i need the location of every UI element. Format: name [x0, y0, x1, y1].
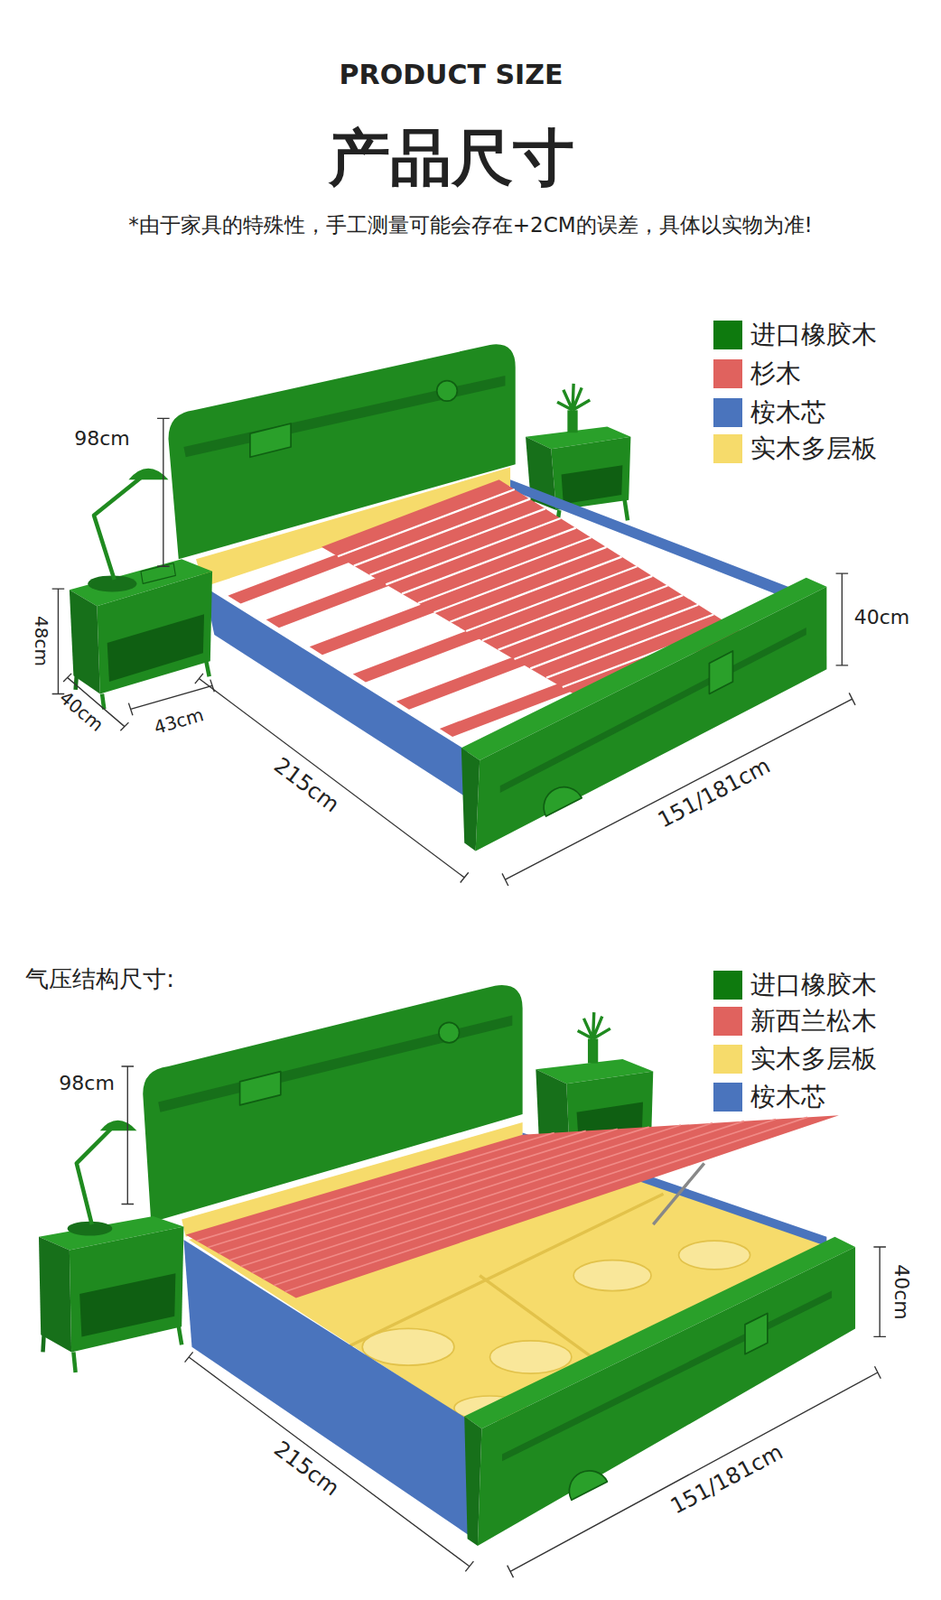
legend-swatch — [712, 319, 744, 351]
legend-row: 实木多层板 — [712, 1042, 877, 1077]
legend-swatch — [712, 358, 744, 390]
legend-text: 新西兰松木 — [750, 1004, 877, 1039]
legend-row: 桉木芯 — [712, 395, 827, 430]
dimension-label: 48cm — [30, 615, 52, 667]
legend-swatch — [712, 969, 744, 1001]
legend-swatch — [712, 397, 744, 429]
legend-text: 实木多层板 — [750, 431, 877, 466]
legend-text: 实木多层板 — [750, 1042, 877, 1077]
note-text: *由于家具的特殊性，手工测量可能会存在+2CM的误差，具体以实物为准! — [128, 212, 813, 236]
legend-text: 桉木芯 — [750, 1080, 827, 1115]
dimension-label: 215cm — [269, 753, 344, 819]
legend-swatch — [712, 1043, 744, 1075]
legend-row: 实木多层板 — [712, 431, 877, 466]
header-text: PRODUCT SIZE — [339, 58, 564, 91]
dimension-label: 40cm — [55, 687, 109, 737]
legend-row: 杉木 — [712, 356, 802, 392]
dimension-label: 98cm — [58, 1072, 115, 1096]
dimension-label: 40cm — [889, 1264, 913, 1321]
legend-text: 桉木芯 — [750, 395, 827, 430]
legend-text: 进口橡胶木 — [750, 317, 877, 353]
legend-swatch — [712, 433, 744, 465]
legend-row: 桉木芯 — [712, 1080, 827, 1115]
dimension-label: 40cm — [854, 605, 911, 629]
dimension-label: 98cm — [74, 427, 131, 450]
legend-text: 杉木 — [750, 356, 802, 392]
legend-text: 进口橡胶木 — [750, 968, 877, 1003]
dimension-label: 215cm — [269, 1437, 344, 1503]
legend-row: 进口橡胶木 — [712, 317, 877, 353]
legend-swatch — [712, 1081, 744, 1113]
legend-swatch — [712, 1006, 744, 1037]
legend-row: 新西兰松木 — [712, 1004, 877, 1039]
dimension-label: 151/181cm — [666, 1440, 787, 1520]
dimension-label: 151/181cm — [653, 754, 774, 834]
dimension-label: 43cm — [151, 704, 206, 739]
section-heading: 气压结构尺寸: — [25, 966, 175, 994]
page-title: 产品尺寸 — [328, 122, 575, 194]
legend-row: 进口橡胶木 — [712, 968, 877, 1003]
